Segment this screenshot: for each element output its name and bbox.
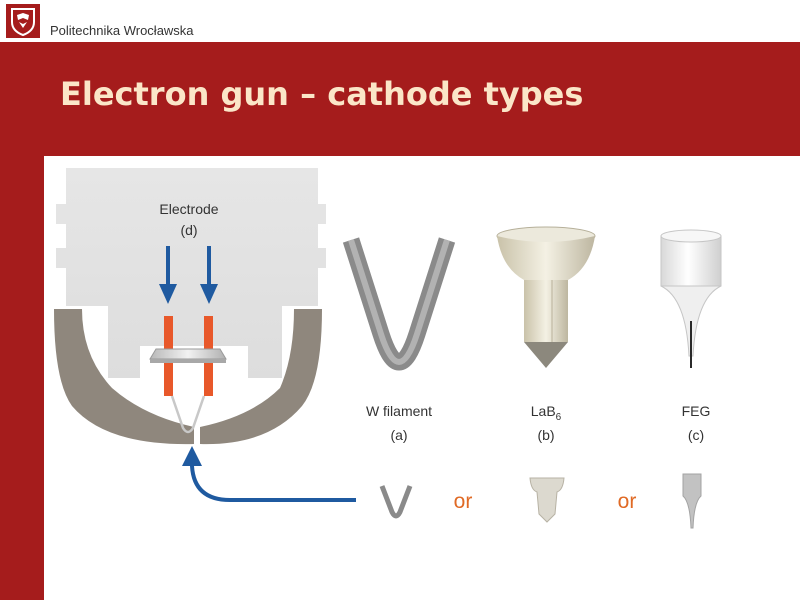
electrode-leg-right xyxy=(204,363,213,396)
university-crest-icon xyxy=(6,4,40,38)
cathode-letter-a: (a) xyxy=(390,427,407,443)
or-label-1: or xyxy=(454,490,473,513)
cathode-diagram-svg: Electrode (d) W filament (a) LaB6 xyxy=(54,168,722,529)
cathode-name-lab6: LaB6 xyxy=(531,403,562,423)
slide-title: Electron gun – cathode types xyxy=(60,75,584,113)
gun-housing xyxy=(56,168,326,378)
small-w-filament-icon xyxy=(379,485,413,519)
electrode-arrow-left xyxy=(159,246,177,304)
insulating-disc xyxy=(149,348,227,360)
cathode-letter-b: (b) xyxy=(537,427,554,443)
header: Politechnika Wrocławska xyxy=(0,0,800,42)
electrode-label: Electrode xyxy=(159,201,218,217)
feg-tip-shape xyxy=(660,229,722,368)
electrode-leg-left xyxy=(164,363,173,396)
title-band: Electron gun – cathode types xyxy=(44,42,800,156)
cathode-name-feg: FEG xyxy=(682,403,711,419)
or-label-2: or xyxy=(618,490,637,513)
small-feg-icon xyxy=(682,473,702,529)
cathode-letter-c: (c) xyxy=(688,427,704,443)
electrode-rod-right xyxy=(204,316,213,356)
electrode-arrow-right xyxy=(200,246,218,304)
cathode-diagram: Electrode (d) W filament (a) LaB6 xyxy=(44,156,800,600)
left-accent-bar xyxy=(0,0,44,600)
lab6-crystal-shape xyxy=(496,226,596,368)
electrode-rod-left xyxy=(164,316,173,356)
wehnelt-cylinder-left xyxy=(54,309,194,445)
small-lab6-icon xyxy=(529,477,565,523)
return-arrow xyxy=(182,446,356,502)
electrode-letter: (d) xyxy=(180,222,197,238)
cathode-name-w-filament: W filament xyxy=(366,403,432,419)
university-name: Politechnika Wrocławska xyxy=(50,23,194,38)
w-filament-shape xyxy=(342,237,456,371)
insulating-disc-rim xyxy=(150,359,226,363)
gun-filament xyxy=(170,395,206,434)
w-filament-highlight xyxy=(348,239,450,365)
wehnelt-cylinder-right xyxy=(200,309,322,445)
